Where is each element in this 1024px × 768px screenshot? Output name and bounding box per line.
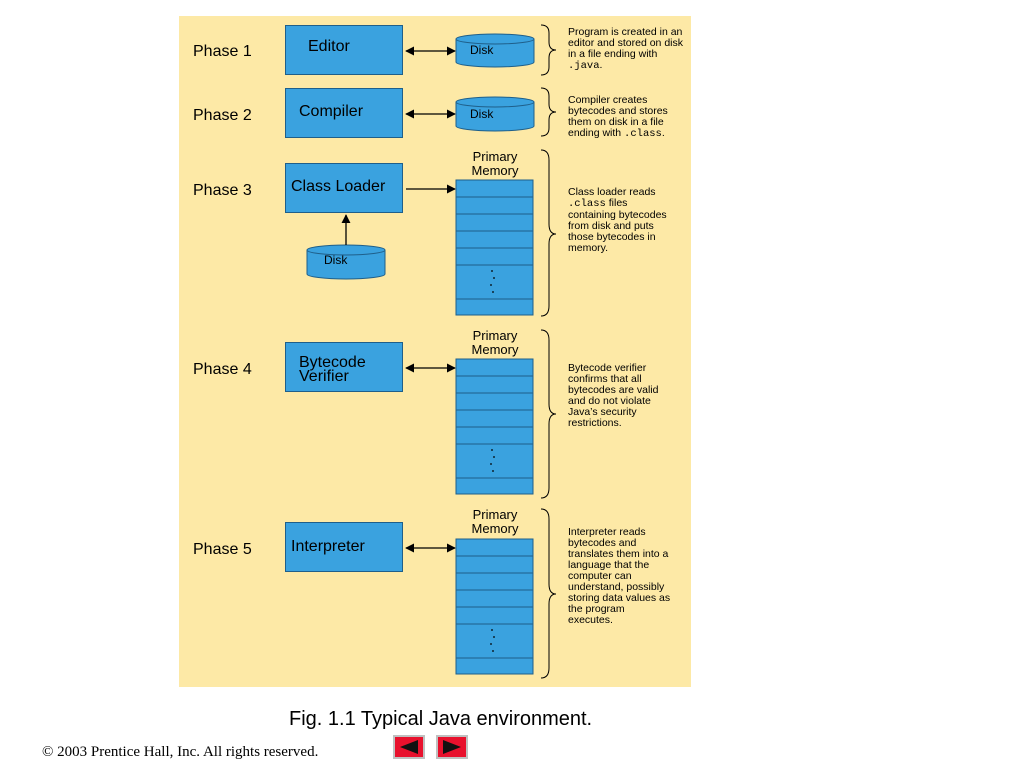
disk-icon: [306, 244, 386, 280]
phase-2-description: Compiler creates bytecodes and stores th…: [568, 94, 668, 140]
brace-phase-4: [540, 329, 557, 499]
figure-caption: Fig. 1.1 Typical Java environment.: [289, 708, 593, 730]
editor-label: Editor: [308, 38, 350, 55]
interpreter-box: Interpreter: [285, 522, 403, 572]
phase-4-description: Bytecode verifier confirms that all byte…: [568, 362, 659, 429]
class-loader-label: Class Loader: [291, 178, 386, 195]
bytecode-verifier-label: Bytecode Verifier: [299, 354, 366, 385]
left-arrow-icon: [400, 740, 418, 754]
disk-label: Disk: [470, 107, 494, 121]
disk-icon: [455, 96, 535, 132]
disk-label: Disk: [324, 253, 348, 267]
interpreter-label: Interpreter: [291, 538, 365, 555]
class-loader-box: Class Loader: [285, 163, 403, 213]
primary-memory-label: Primary Memory: [471, 149, 519, 178]
phase-4-label: Phase 4: [193, 361, 252, 378]
phase-5-description: Interpreter reads bytecodes and translat…: [568, 526, 671, 626]
editor-box: Editor: [285, 25, 403, 75]
next-slide-button[interactable]: [436, 735, 468, 759]
primary-memory-label: Primary Memory: [471, 507, 519, 536]
copyright-notice: © 2003 Prentice Hall, Inc. All rights re…: [42, 744, 319, 760]
right-arrow-icon: [443, 740, 461, 754]
phase-1-label: Phase 1: [193, 43, 252, 60]
bytecode-verifier-box: Bytecode Verifier: [285, 342, 403, 392]
compiler-box: Compiler: [285, 88, 403, 138]
primary-memory-block: [455, 358, 534, 495]
phase-5-label: Phase 5: [193, 541, 252, 558]
primary-memory-block: [455, 538, 534, 675]
phase-2-label: Phase 2: [193, 107, 252, 124]
brace-phase-2: [540, 87, 557, 137]
compiler-label: Compiler: [299, 103, 364, 120]
phase-3-description: Class loader reads .class files containi…: [568, 186, 667, 254]
diagram-panel: [179, 16, 691, 687]
brace-phase-5: [540, 508, 557, 679]
disk-icon: [455, 33, 535, 68]
brace-phase-3: [540, 149, 557, 317]
brace-phase-1: [540, 24, 557, 76]
disk-label: Disk: [470, 43, 494, 57]
primary-memory-label: Primary Memory: [471, 328, 519, 357]
phase-3-label: Phase 3: [193, 182, 252, 199]
previous-slide-button[interactable]: [393, 735, 425, 759]
phase-1-description: Program is created in an editor and stor…: [568, 26, 683, 72]
primary-memory-block: [455, 179, 534, 316]
